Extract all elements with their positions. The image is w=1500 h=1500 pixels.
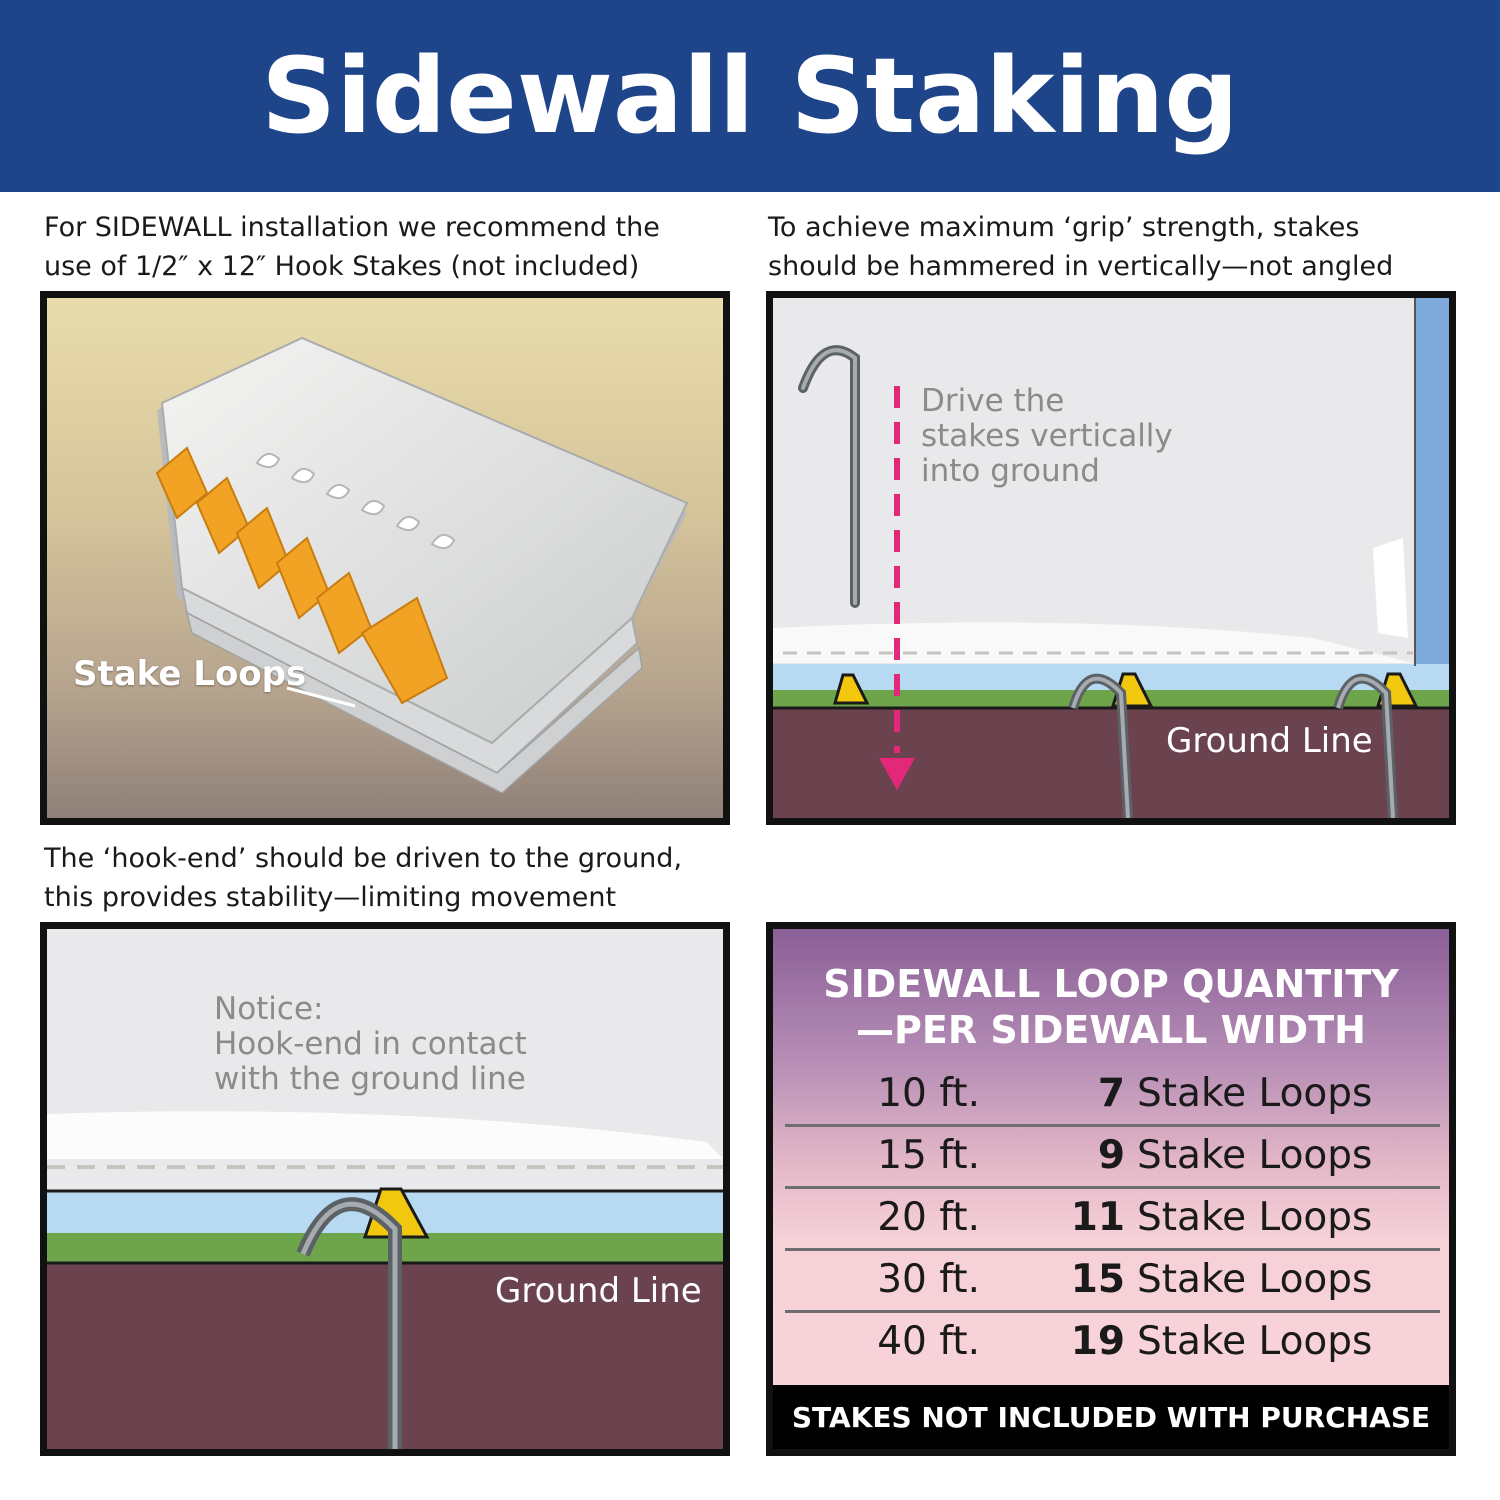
arrow-head (879, 758, 915, 790)
loop-count: 9 (1097, 1133, 1125, 1178)
stake-loops-label: Stake Loops (73, 654, 307, 694)
table-title: SIDEWALL LOOP QUANTITY —PER SIDEWALL WID… (823, 962, 1399, 1052)
loop-quantity-table: SIDEWALL LOOP QUANTITY —PER SIDEWALL WID… (766, 922, 1456, 1456)
loop-unit: Stake Loops (1137, 1133, 1373, 1178)
table-row: 15 ft. 9 Stake Loops (785, 1127, 1440, 1189)
sidewall-width: 40 ft. (877, 1319, 980, 1364)
folded-sidewall-illustration (155, 336, 689, 794)
caption-vertical-hammering: To achieve maximum ‘grip’ strength, stak… (768, 212, 1394, 282)
table-row: 40 ft. 19 Stake Loops (785, 1313, 1440, 1375)
stake-loop-straps (155, 446, 449, 705)
sidewall-clips (255, 452, 456, 550)
sky-strip (1415, 298, 1449, 698)
header-banner: Sidewall Staking (0, 0, 1500, 192)
stake-loops-pointer (286, 686, 356, 708)
sidewall-fold (1373, 538, 1408, 638)
drive-vertically-note: Drive the stakes vertically into ground (921, 383, 1173, 489)
hook-end-panel: Notice: Hook-end in contact with the gro… (40, 922, 730, 1456)
sidewall-hem (47, 1111, 723, 1159)
table-row: 30 ft. 15 Stake Loops (785, 1251, 1440, 1313)
grass-band (773, 690, 1449, 708)
folded-sidewall-photo-panel: Stake Loops (40, 291, 730, 825)
hook-end-notice: Notice: Hook-end in contact with the gro… (214, 991, 527, 1097)
table-row: 10 ft. 7 Stake Loops (785, 1065, 1440, 1127)
loop-unit: Stake Loops (1137, 1319, 1373, 1364)
loop-count: 19 (1070, 1319, 1125, 1364)
ground-line-label: Ground Line (1166, 721, 1373, 761)
table-rows: 10 ft. 7 Stake Loops 15 ft. 9 Stake Loop… (785, 1065, 1440, 1375)
sidewall-width: 30 ft. (877, 1257, 980, 1302)
stakes-not-included-footer: STAKES NOT INCLUDED WITH PURCHASE (773, 1385, 1449, 1449)
vertical-staking-illustration (773, 298, 1449, 818)
page-title: Sidewall Staking (261, 35, 1239, 157)
loop-count: 11 (1070, 1195, 1125, 1240)
loop-count: 7 (1097, 1071, 1125, 1116)
table-row: 20 ft. 11 Stake Loops (785, 1189, 1440, 1251)
vertical-staking-panel: Drive the stakes vertically into ground … (766, 291, 1456, 825)
caption-recommended-stakes: For SIDEWALL installation we recommend t… (44, 212, 660, 282)
hook-end-illustration (47, 929, 723, 1449)
loop-unit: Stake Loops (1137, 1195, 1373, 1240)
folded-sheet-edge-lower (185, 611, 643, 794)
ground-line-label: Ground Line (495, 1271, 702, 1311)
sidewall-width: 15 ft. (877, 1133, 980, 1178)
loop-count: 15 (1070, 1257, 1125, 1302)
loop-unit: Stake Loops (1137, 1257, 1373, 1302)
sidewall-width: 10 ft. (877, 1071, 980, 1116)
sidewall-width: 20 ft. (877, 1195, 980, 1240)
soil-band (47, 1263, 723, 1449)
loop-unit: Stake Loops (1137, 1071, 1373, 1116)
caption-hook-end: The ‘hook-end’ should be driven to the g… (44, 843, 683, 913)
